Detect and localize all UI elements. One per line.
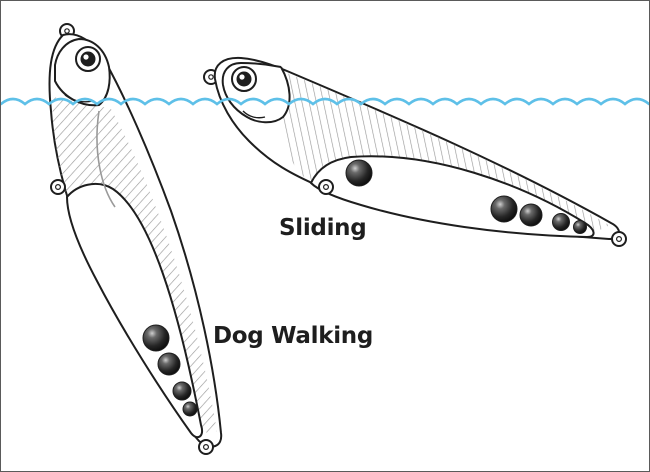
weight-ball: [552, 213, 570, 231]
weight-ball: [172, 381, 192, 401]
weight-ball: [519, 203, 543, 227]
sliding-lure-eye-icon: [231, 66, 257, 92]
dog-walking-lure-weight-balls: [142, 324, 198, 417]
sliding-lure-weight-balls: [345, 159, 587, 234]
weight-ball: [157, 352, 181, 376]
weight-ball: [573, 220, 587, 234]
dog-walking-label: Dog Walking: [213, 323, 374, 349]
weight-ball: [345, 159, 373, 187]
weight-ball: [182, 401, 198, 417]
dog-walking-lure-hatching: [52, 97, 218, 434]
dog-walking-lure: [48, 23, 223, 455]
weight-ball: [490, 195, 518, 223]
weight-ball: [142, 324, 170, 352]
dog-walking-lure-eye-icon: [75, 46, 101, 72]
water-surface-line: [1, 97, 649, 106]
sliding-label: Sliding: [279, 215, 367, 241]
sliding-lure: [203, 56, 627, 247]
